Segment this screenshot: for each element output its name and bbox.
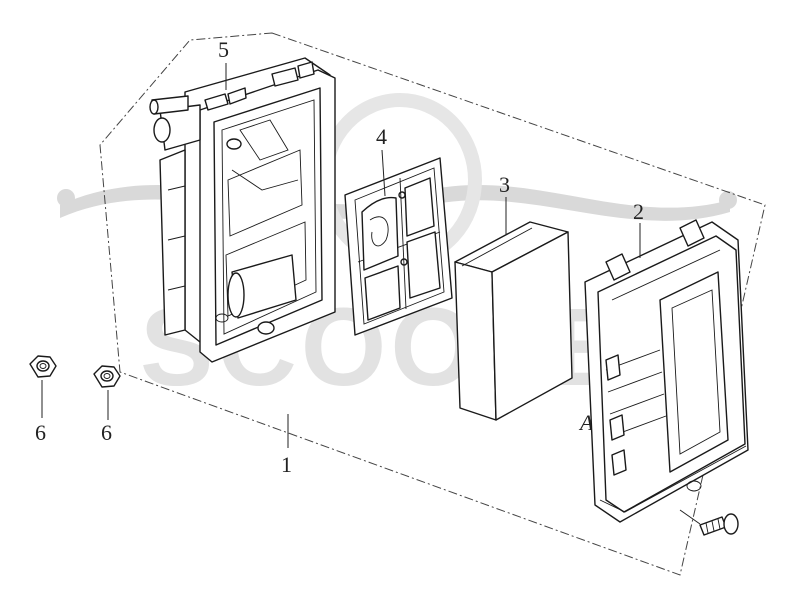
filter-case bbox=[149, 57, 336, 363]
nut-left bbox=[29, 355, 57, 378]
callout-3: 3 bbox=[499, 172, 510, 197]
callout-2: 2 bbox=[633, 199, 644, 224]
callout-4: 4 bbox=[376, 124, 387, 149]
callout-6a: 6 bbox=[35, 420, 46, 445]
callout-1: 1 bbox=[281, 452, 292, 477]
callouts: 5 4 3 2 1 6 6 bbox=[35, 37, 644, 477]
assembly-boundary bbox=[99, 32, 766, 576]
leader-lines bbox=[41, 63, 641, 448]
nut-right bbox=[93, 365, 121, 388]
filter-element bbox=[344, 157, 453, 336]
foam-element bbox=[454, 221, 573, 421]
callout-6b: 6 bbox=[101, 420, 112, 445]
cover-screw bbox=[679, 509, 739, 536]
filter-cover bbox=[584, 219, 749, 523]
callout-5: 5 bbox=[218, 37, 229, 62]
